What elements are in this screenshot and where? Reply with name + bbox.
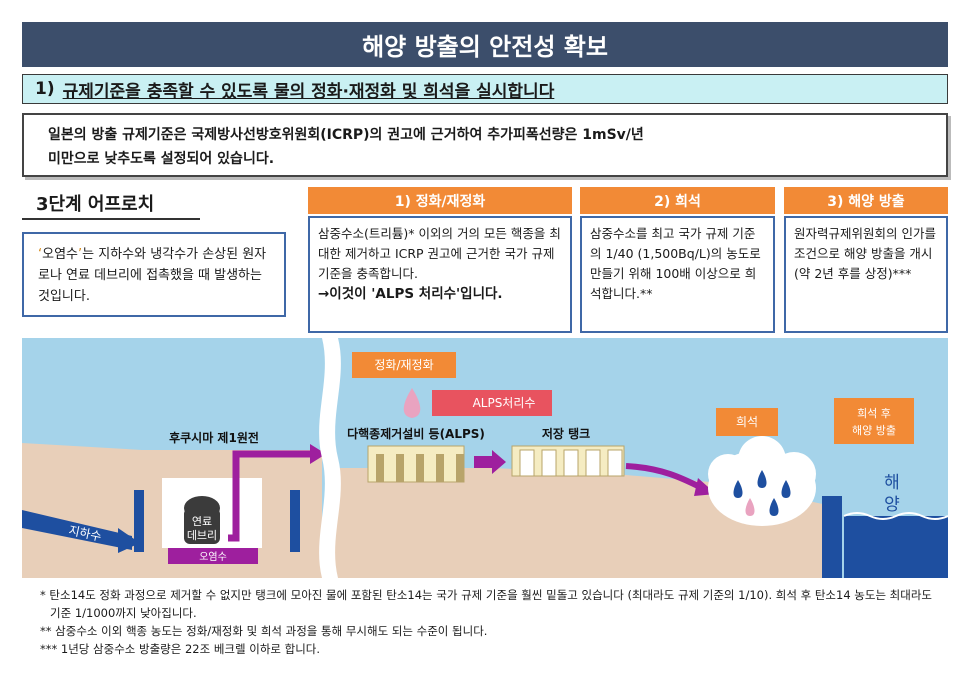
- alps-column-3: [416, 454, 424, 482]
- alps-column-2: [396, 454, 404, 482]
- footnotes: * 탄소14도 정화 과정으로 제거할 수 없지만 탱크에 모아진 물에 포함된…: [40, 586, 940, 658]
- ocean-wave: [843, 512, 948, 520]
- step-1-box: 삼중수소(트리튬)* 이외의 거의 모든 핵종을 최대한 제거하고 ICRP 권…: [308, 216, 572, 333]
- debris-label-1: 연료: [192, 515, 212, 528]
- contaminated-water-pool: [168, 548, 258, 564]
- step-3-body: 원자력규제위원회의 인가를 조건으로 해양 방출을 개시(약 2년 후를 상정)…: [794, 226, 936, 281]
- dilution-tag: [716, 408, 778, 436]
- dilution-drop-1: [733, 480, 743, 498]
- debris-label-2: 데브리: [187, 529, 217, 542]
- process-diagram: 지하수 오염수 연료 데브리 후쿠시마 제1원전 정화/재정화 ALPS처리수 …: [22, 338, 948, 578]
- tank-4: [585, 449, 601, 477]
- discharge-pipe: [822, 496, 842, 578]
- tank-1: [519, 449, 535, 477]
- step-1-body: 삼중수소(트리튬)* 이외의 거의 모든 핵종을 최대한 제거하고 ICRP 권…: [318, 226, 561, 281]
- step-2-box: 삼중수소를 최고 국가 규제 기준의 1/40 (1,500Bq/L)의 농도로…: [580, 216, 775, 333]
- dilution-drop-3: [781, 480, 791, 498]
- contaminated-water-label: 오염수: [199, 551, 227, 563]
- plant-wall-left: [134, 490, 144, 552]
- fuel-debris-icon: [184, 508, 220, 544]
- groundwater-label: 지하수: [67, 523, 102, 544]
- ocean: [844, 516, 948, 578]
- close-quote: ’: [78, 247, 83, 262]
- approach-title: 3단계 어프로치: [22, 190, 200, 220]
- purify-tag-label: 정화/재정화: [374, 358, 433, 372]
- ocean-label-2: 양: [884, 495, 900, 515]
- tank-2: [541, 449, 557, 477]
- purify-tag: [352, 352, 456, 378]
- step-3-box: 원자력규제위원회의 인가를 조건으로 해양 방출을 개시(약 2년 후를 상정)…: [784, 216, 948, 333]
- arrow-to-tanks-icon: [474, 450, 506, 474]
- approach-description: ‘오염수’는 지하수와 냉각수가 손상된 원자로나 연료 데브리에 접촉했을 때…: [22, 232, 286, 317]
- ocean-label-1: 해: [884, 473, 900, 493]
- section-number: 1): [35, 79, 55, 99]
- footnote-1: * 탄소14도 정화 과정으로 제거할 수 없지만 탱크에 모아진 물에 포함된…: [40, 588, 932, 620]
- storage-tanks-label: 저장 탱크: [542, 426, 590, 441]
- intro-line-2: 미만으로 낮추도록 설정되어 있습니다.: [48, 151, 275, 167]
- groundwater-arrow-icon: [118, 528, 140, 553]
- section-heading: 1) 규제기준을 충족할 수 있도록 물의 정화·재정화 및 희석을 실시합니다: [22, 74, 948, 104]
- step-1-heading: 1) 정화/재정화: [308, 187, 572, 214]
- section-text: 규제기준을 충족할 수 있도록 물의 정화·재정화 및 희석을 실시합니다: [62, 81, 555, 102]
- alps-water-tag: [432, 390, 552, 416]
- step-3-heading: 3) 해양 방출: [784, 187, 948, 214]
- pipe-arrow-icon: [310, 444, 326, 464]
- footnote-2: ** 삼중수소 이외 핵종 농도는 정화/재정화 및 희석 과정을 통해 무시해…: [40, 624, 488, 638]
- approach-desc-text: 는 지하수와 냉각수가 손상된 원자로나 연료 데브리에 접촉했을 때 발생하는…: [38, 247, 267, 304]
- groundwater-flow: [22, 510, 132, 550]
- alps-column-5: [456, 454, 464, 482]
- contaminated-water-term: 오염수: [42, 247, 79, 262]
- release-tag-line-2: 해양 방출: [852, 423, 896, 437]
- pipe-to-alps: [228, 450, 312, 542]
- dilution-tag-label: 희석: [736, 415, 758, 429]
- water-drop-icon: [403, 388, 421, 418]
- release-tag-line-1: 희석 후: [857, 407, 891, 420]
- release-tag: [834, 398, 914, 444]
- plant-label: 후쿠시마 제1원전: [169, 430, 259, 445]
- alps-water-tag-label: ALPS처리수: [473, 396, 536, 410]
- dilution-drop-pink: [745, 498, 755, 516]
- dilution-drop-2: [757, 470, 767, 488]
- intro-line-1: 일본의 방출 규제기준은 국제방사선방호위원회(ICRP)의 권고에 근거하여 …: [48, 127, 644, 143]
- alps-facility-label: 다핵종제거설비 등(ALPS): [347, 426, 485, 441]
- step-2-body: 삼중수소를 최고 국가 규제 기준의 1/40 (1,500Bq/L)의 농도로…: [590, 226, 761, 301]
- intro-box: 일본의 방출 규제기준은 국제방사선방호위원회(ICRP)의 권고에 근거하여 …: [22, 113, 948, 177]
- step-1-emphasis: →이것이 'ALPS 처리수'입니다.: [318, 286, 503, 302]
- alps-column-1: [376, 454, 384, 482]
- footnote-3: *** 1년당 삼중수소 방출량은 22조 베크렐 이하로 합니다.: [40, 642, 321, 656]
- tank-3: [563, 449, 579, 477]
- wavy-divider: [319, 338, 341, 578]
- plant-wall-right: [290, 490, 300, 552]
- dilution-drop-4: [769, 498, 779, 516]
- tank-5: [607, 449, 623, 477]
- open-quote: ‘: [38, 247, 43, 262]
- page-title: 해양 방출의 안전성 확보: [22, 22, 948, 67]
- alps-column-4: [436, 454, 444, 482]
- step-2-heading: 2) 희석: [580, 187, 775, 214]
